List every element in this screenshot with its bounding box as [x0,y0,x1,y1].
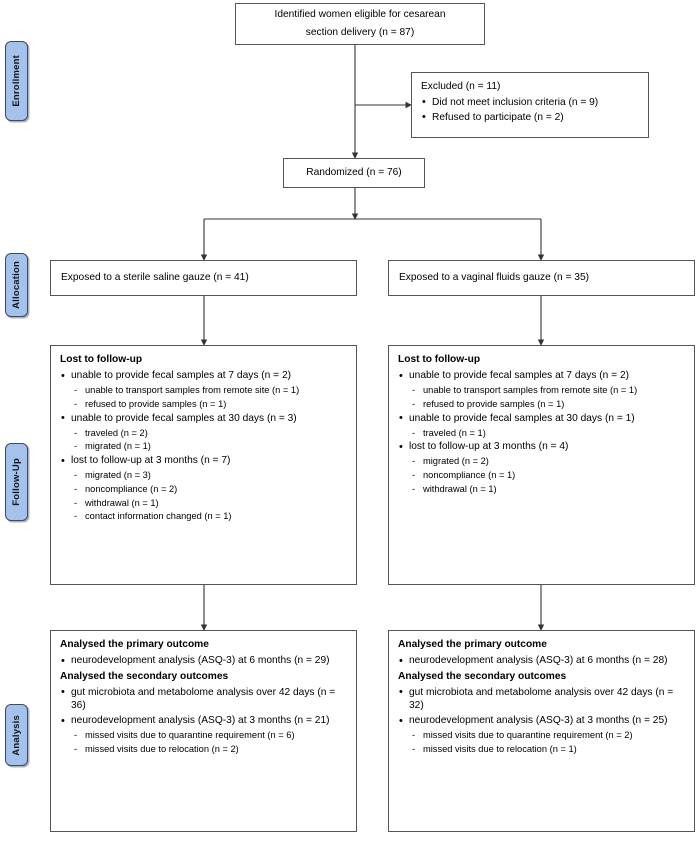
analysis-right-secondary-list: gut microbiota and metabolome analysis o… [398,685,685,756]
list-item: neurodevelopment analysis (ASQ-3) at 6 m… [398,654,685,669]
analysis-right-primary-list: neurodevelopment analysis (ASQ-3) at 6 m… [398,654,685,669]
phase-tab-followup: Follow-Up [5,443,28,521]
list-item: unable to provide fecal samples at 30 da… [398,411,685,440]
box-randomized: Randomized (n = 76) [283,158,425,188]
eligible-line-2: section delivery (n = 87) [305,27,415,38]
sub-list: traveled (n = 2) migrated (n = 1) [71,427,347,453]
box-allocation-right: Exposed to a vaginal fluids gauze (n = 3… [388,260,695,296]
box-followup-left: Lost to follow-up unable to provide feca… [50,345,357,585]
excluded-list: Did not meet inclusion criteria (n = 9) … [421,95,639,125]
sub-list-item: refused to provide samples (n = 1) [409,398,685,411]
sub-list-item: missed visits due to relocation (n = 2) [71,743,347,756]
sub-list-item: migrated (n = 2) [409,455,685,468]
sub-list-item: refused to provide samples (n = 1) [71,398,347,411]
randomized-label: Randomized (n = 76) [306,166,402,178]
box-analysis-right: Analysed the primary outcome neurodevelo… [388,630,695,832]
list-item: gut microbiota and metabolome analysis o… [398,685,685,713]
sub-list: missed visits due to quarantine requirem… [409,729,685,755]
list-item: lost to follow-up at 3 months (n = 7) mi… [60,454,347,523]
sub-list-item: withdrawal (n = 1) [409,483,685,496]
analysis-left-secondary-list: gut microbiota and metabolome analysis o… [60,685,347,756]
excluded-title: Excluded (n = 11) [421,81,501,92]
sub-list-item: migrated (n = 3) [71,469,347,482]
analysis-right-secondary-title: Analysed the secondary outcomes [398,670,567,682]
sub-list-item: noncompliance (n = 1) [409,469,685,482]
analysis-left-secondary-title: Analysed the secondary outcomes [60,670,229,682]
list-item: lost to follow-up at 3 months (n = 4) mi… [398,440,685,496]
list-item-label: neurodevelopment analysis (ASQ-3) at 3 m… [71,715,330,727]
box-analysis-left: Analysed the primary outcome neurodevelo… [50,630,357,832]
phase-tab-analysis: Analysis [5,704,28,766]
sub-list-item: unable to transport samples from remote … [409,384,685,397]
list-item: neurodevelopment analysis (ASQ-3) at 6 m… [60,654,347,669]
phase-tab-analysis-label: Analysis [11,714,22,756]
list-item-label: lost to follow-up at 3 months (n = 4) [409,441,569,453]
box-followup-right: Lost to follow-up unable to provide feca… [388,345,695,585]
sub-list: unable to transport samples from remote … [409,384,685,410]
sub-list-item: withdrawal (n = 1) [71,497,347,510]
phase-tab-allocation-label: Allocation [11,261,22,309]
sub-list-item: traveled (n = 2) [71,427,347,440]
analysis-left-primary-list: neurodevelopment analysis (ASQ-3) at 6 m… [60,654,347,669]
list-item: unable to provide fecal samples at 7 day… [60,369,347,411]
list-item: neurodevelopment analysis (ASQ-3) at 3 m… [398,714,685,756]
allocation-left-label: Exposed to a sterile saline gauze (n = 4… [61,271,249,283]
sub-list-item: unable to transport samples from remote … [71,384,347,397]
sub-list: traveled (n = 1) [409,427,685,440]
list-item: neurodevelopment analysis (ASQ-3) at 3 m… [60,714,347,756]
sub-list-item: missed visits due to relocation (n = 1) [409,743,685,756]
list-item: Refused to participate (n = 2) [421,110,639,125]
phase-tab-followup-label: Follow-Up [11,458,22,506]
list-item-label: unable to provide fecal samples at 30 da… [71,412,297,424]
list-item: unable to provide fecal samples at 7 day… [398,369,685,411]
eligible-line-1: Identified women eligible for cesarean [274,8,446,20]
list-item: unable to provide fecal samples at 30 da… [60,411,347,453]
phase-tab-enrollment-label: Enrollment [11,55,22,107]
analysis-right-primary-title: Analysed the primary outcome [398,639,547,650]
sub-list-item: missed visits due to quarantine requirem… [409,729,685,742]
sub-list-item: missed visits due to quarantine requirem… [71,729,347,742]
followup-left-list: unable to provide fecal samples at 7 day… [60,369,347,523]
phase-tab-enrollment: Enrollment [5,41,28,121]
list-item-label: lost to follow-up at 3 months (n = 7) [71,455,231,467]
sub-list-item: migrated (n = 1) [71,440,347,453]
sub-list: unable to transport samples from remote … [71,384,347,410]
sub-list: migrated (n = 2) noncompliance (n = 1) w… [409,455,685,495]
sub-list: migrated (n = 3) noncompliance (n = 2) w… [71,469,347,523]
list-item-label: unable to provide fecal samples at 7 day… [71,370,292,382]
sub-list-item: contact information changed (n = 1) [71,510,347,523]
box-eligible: Identified women eligible for cesarean s… [235,3,485,45]
followup-right-list: unable to provide fecal samples at 7 day… [398,369,685,496]
sub-list: missed visits due to quarantine requirem… [71,729,347,755]
list-item-label: unable to provide fecal samples at 7 day… [409,370,630,382]
box-allocation-left: Exposed to a sterile saline gauze (n = 4… [50,260,357,296]
list-item: gut microbiota and metabolome analysis o… [60,685,347,713]
followup-left-title: Lost to follow-up [60,354,143,365]
box-excluded: Excluded (n = 11) Did not meet inclusion… [411,72,649,138]
phase-tab-allocation: Allocation [5,253,28,317]
list-item-label: neurodevelopment analysis (ASQ-3) at 3 m… [409,715,668,727]
allocation-right-label: Exposed to a vaginal fluids gauze (n = 3… [399,271,590,283]
analysis-left-primary-title: Analysed the primary outcome [60,639,209,650]
list-item-label: unable to provide fecal samples at 30 da… [409,412,635,424]
list-item: Did not meet inclusion criteria (n = 9) [421,95,639,110]
followup-right-title: Lost to follow-up [398,354,481,365]
sub-list-item: traveled (n = 1) [409,427,685,440]
sub-list-item: noncompliance (n = 2) [71,483,347,496]
